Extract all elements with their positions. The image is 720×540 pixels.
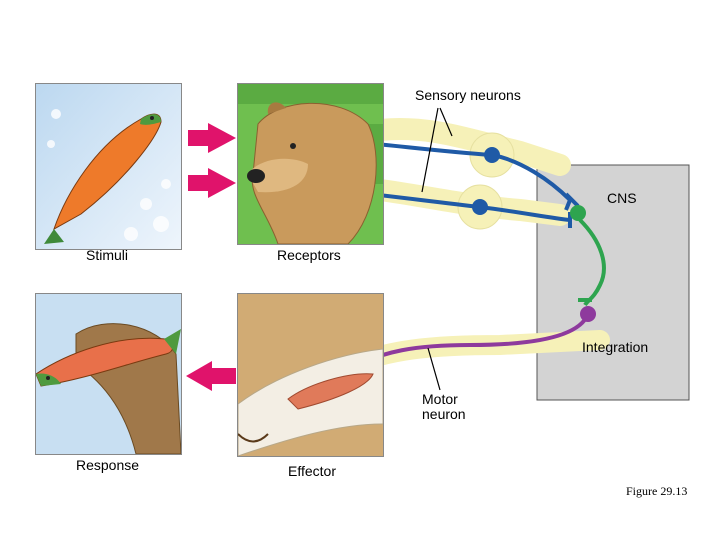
label-motor-neuron-line1: Motor xyxy=(422,391,458,407)
interneuron-cell-body xyxy=(570,205,586,221)
receptors-image xyxy=(237,83,384,245)
label-stimuli: Stimuli xyxy=(86,247,129,263)
label-sensory-neurons: Sensory neurons xyxy=(415,87,521,103)
figure-caption: Figure 29.13 xyxy=(626,484,688,498)
bear-head-icon xyxy=(251,102,377,244)
sensory-nerve-lower xyxy=(369,179,571,226)
response-image xyxy=(35,293,182,455)
label-effector: Effector xyxy=(288,463,336,479)
stimulus-arrow-upper xyxy=(188,123,236,153)
label-motor-neuron-line2: neuron xyxy=(422,406,466,422)
muscle-icon xyxy=(287,373,374,410)
pointer-sensory-2 xyxy=(439,107,453,137)
label-response: Response xyxy=(76,457,140,473)
sensory-terminal-upper xyxy=(564,192,580,211)
label-cns: CNS xyxy=(607,190,637,206)
sensory-cell-body-lower xyxy=(472,199,488,215)
pointer-sensory-1 xyxy=(421,107,439,193)
stimuli-image xyxy=(35,83,182,250)
response-arrow xyxy=(186,361,236,391)
label-receptors: Receptors xyxy=(277,247,341,263)
label-integration: Integration xyxy=(582,339,649,355)
stimulus-arrow-lower xyxy=(188,168,236,198)
sensory-cell-body-upper xyxy=(484,147,500,163)
pointer-motor xyxy=(427,347,441,391)
cns-box xyxy=(536,164,690,401)
effector-image xyxy=(237,293,384,457)
